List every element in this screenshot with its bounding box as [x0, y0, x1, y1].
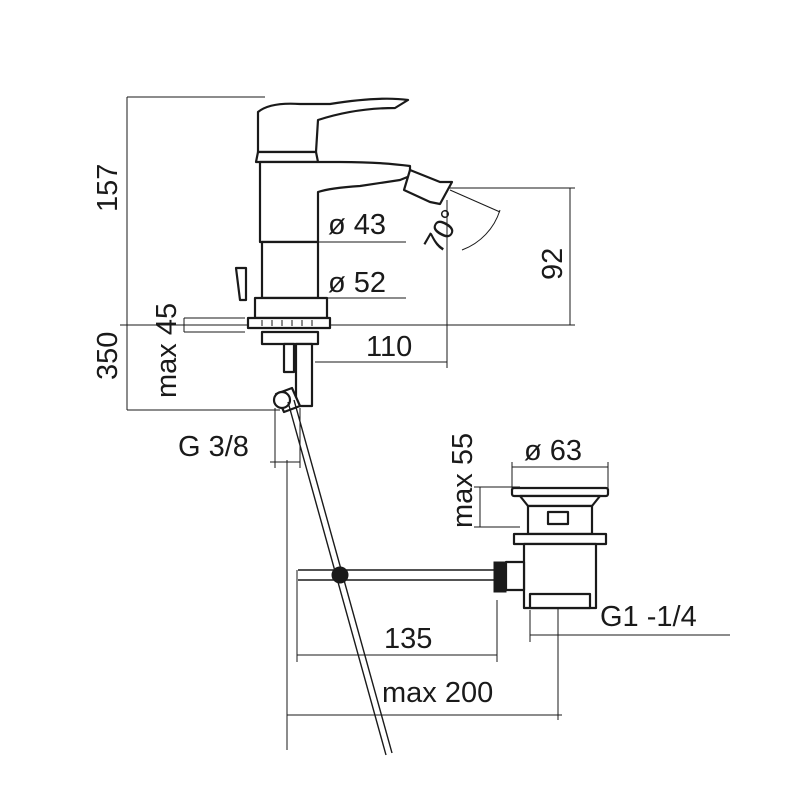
swivel-eye	[272, 390, 292, 410]
dim-max-45: max 45	[151, 303, 183, 398]
cartridge-collar	[254, 150, 320, 164]
waste-window	[546, 510, 570, 526]
popup-lever	[234, 266, 248, 302]
aerator	[402, 168, 454, 206]
lever-handle	[256, 97, 410, 154]
spout-body	[258, 160, 412, 244]
base-gasket	[246, 316, 332, 330]
rod-clamp	[331, 566, 349, 584]
dim-dia-43: ø 43	[328, 209, 386, 241]
dimension-lines	[120, 96, 730, 750]
locking-nut	[260, 330, 320, 346]
dim-height-92: 92	[537, 248, 569, 280]
dim-thread-g38: G 3/8	[178, 431, 249, 463]
popup-rod	[287, 399, 500, 756]
dimension-labels: 157 350 max 45 ø 43 ø 52 70° 92 110 G 3/…	[92, 164, 697, 709]
waste-lever-housing	[504, 560, 526, 592]
waste-flange	[518, 494, 602, 508]
dim-height-157: 157	[92, 164, 124, 212]
waste-nut	[512, 532, 608, 546]
dim-max-55: max 55	[447, 433, 479, 528]
lower-body	[260, 240, 320, 300]
waste-neck	[526, 504, 594, 536]
dim-thread-g114: G1 -1/4	[600, 601, 697, 633]
dim-length-135: 135	[384, 623, 432, 655]
waste-thread	[528, 592, 592, 610]
waste-lever-knob	[493, 561, 507, 593]
dim-angle-70: 70°	[418, 205, 468, 259]
dim-max-200: max 200	[382, 677, 493, 709]
threaded-rod	[282, 342, 296, 374]
base-ring	[253, 296, 329, 320]
mixer-body	[234, 97, 454, 414]
gasket-ticks	[261, 320, 313, 326]
dim-dia-63: ø 63	[524, 435, 582, 467]
dim-reach-110: 110	[366, 331, 412, 363]
flex-hose-connector	[294, 342, 314, 408]
dim-depth-350: 350	[92, 332, 124, 380]
waste-plug-cap	[510, 486, 610, 498]
waste-valve	[493, 486, 610, 610]
dim-dia-52: ø 52	[328, 267, 386, 299]
